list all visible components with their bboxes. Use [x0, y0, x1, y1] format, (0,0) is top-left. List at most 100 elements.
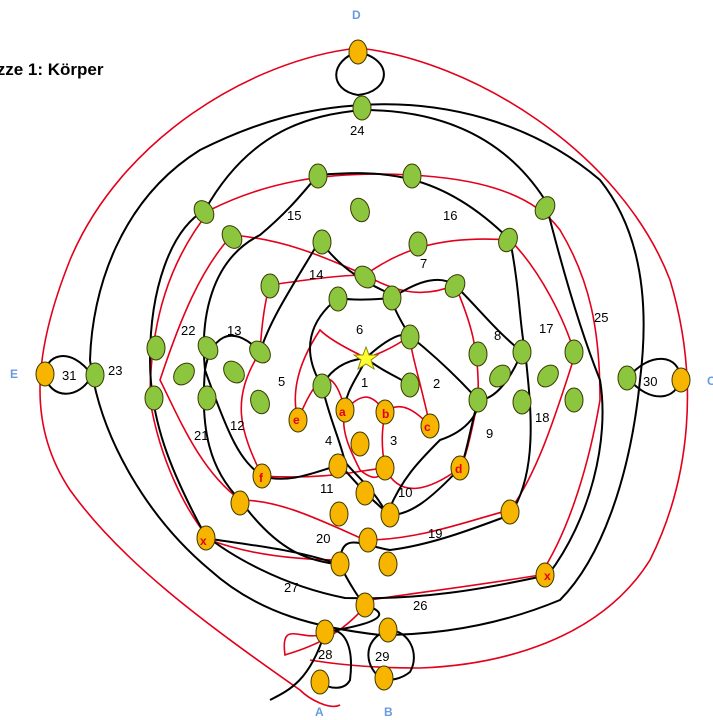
orange-bead-46: [450, 455, 470, 481]
field-number-28: 28: [318, 647, 332, 662]
orange-bead-57: [535, 562, 555, 588]
green-bead-4: [193, 200, 215, 224]
field-number-30: 30: [643, 374, 657, 389]
black-thread-center: [321, 333, 411, 411]
green-bead-22: [564, 339, 584, 365]
black-thread-ring-4b: [148, 109, 604, 600]
green-bead-19: [146, 335, 166, 361]
green-bead-12: [260, 273, 280, 299]
field-number-6: 6: [356, 322, 363, 337]
green-bead-26: [223, 360, 245, 384]
field-number-27: 27: [284, 580, 298, 595]
orange-bead-58: [355, 592, 375, 618]
field-number-13: 13: [227, 323, 241, 338]
orange-bead-48: [355, 480, 375, 506]
field-number-8: 8: [494, 328, 501, 343]
red-mark-d: d: [455, 462, 462, 476]
black-thread-ring-3: [202, 172, 532, 567]
green-bead-21: [512, 339, 532, 365]
red-mark-e: e: [293, 413, 300, 427]
field-number-20: 20: [316, 531, 330, 546]
green-bead-5: [350, 197, 370, 223]
orange-bead-49: [230, 490, 250, 516]
green-bead-28: [537, 364, 559, 388]
orange-bead-61: [310, 669, 330, 695]
green-bead-34: [564, 387, 584, 413]
field-number-23: 23: [108, 363, 122, 378]
green-bead-24: [400, 372, 420, 398]
green-bead-11: [354, 265, 376, 289]
green-bead-10: [498, 227, 518, 253]
orange-bead-53: [196, 525, 216, 551]
red-mark-f: f: [259, 471, 264, 485]
black-thread-bottom-left: [269, 629, 352, 701]
green-bead-27: [489, 364, 511, 388]
field-number-12: 12: [230, 418, 244, 433]
orange-bead-41: [375, 399, 395, 425]
field-number-7: 7: [420, 256, 427, 271]
green-bead-8: [312, 229, 332, 255]
field-number-10: 10: [398, 485, 412, 500]
red-thread-center: [342, 409, 386, 479]
orange-bead-47: [252, 463, 272, 489]
field-number-1: 1: [361, 375, 368, 390]
orange-bead-38: [671, 367, 691, 393]
field-number-29: 29: [375, 649, 389, 664]
green-bead-15: [382, 285, 402, 311]
green-bead-16: [400, 324, 420, 350]
red-thread-outer: [39, 47, 359, 708]
orange-bead-59: [315, 619, 335, 645]
field-number-15: 15: [287, 208, 301, 223]
black-thread-lower: [203, 537, 381, 633]
green-bead-17: [249, 340, 271, 364]
field-number-16: 16: [443, 208, 457, 223]
orange-bead-45: [375, 455, 395, 481]
field-number-24: 24: [350, 123, 364, 138]
field-number-17: 17: [539, 321, 553, 336]
green-bead-2: [308, 163, 328, 189]
green-bead-18: [197, 336, 219, 360]
field-number-3: 3: [390, 433, 397, 448]
orange-bead-56: [378, 551, 398, 577]
red-thread-ring-3b: [149, 209, 346, 561]
green-bead-35: [85, 362, 105, 388]
green-bead-3: [402, 163, 422, 189]
green-bead-30: [144, 385, 164, 411]
green-bead-20: [468, 341, 488, 367]
field-number-22: 22: [181, 323, 195, 338]
green-bead-23: [312, 373, 332, 399]
field-number-11: 11: [320, 481, 334, 496]
corner-label-b: B: [384, 705, 393, 719]
red-thread-outer-right: [309, 47, 689, 669]
red-mark-b: b: [382, 407, 389, 421]
green-bead-13: [444, 274, 466, 298]
green-bead-9: [408, 231, 428, 257]
orange-bead-62: [374, 665, 394, 691]
field-number-4: 4: [325, 433, 332, 448]
red-mark-c: c: [424, 420, 431, 434]
orange-bead-54: [358, 527, 378, 553]
green-bead-31: [250, 389, 270, 415]
orange-bead-0: [348, 39, 368, 65]
field-number-5: 5: [278, 374, 285, 389]
corner-label-e: E: [10, 367, 18, 381]
orange-bead-51: [380, 502, 400, 528]
green-bead-36: [617, 365, 637, 391]
black-thread-bottom-right: [367, 628, 415, 681]
field-number-21: 21: [194, 428, 208, 443]
field-number-18: 18: [535, 410, 549, 425]
green-bead-7: [221, 225, 243, 249]
corner-label-c: C: [707, 374, 713, 388]
field-number-9: 9: [486, 426, 493, 441]
corner-label-d: D: [352, 8, 361, 22]
orange-bead-42: [420, 413, 440, 439]
corner-label-a: A: [315, 705, 324, 719]
field-number-19: 19: [428, 526, 442, 541]
orange-bead-40: [335, 397, 355, 423]
field-number-2: 2: [433, 376, 440, 391]
field-number-25: 25: [594, 310, 608, 325]
field-number-14: 14: [309, 267, 323, 282]
orange-bead-44: [328, 453, 348, 479]
